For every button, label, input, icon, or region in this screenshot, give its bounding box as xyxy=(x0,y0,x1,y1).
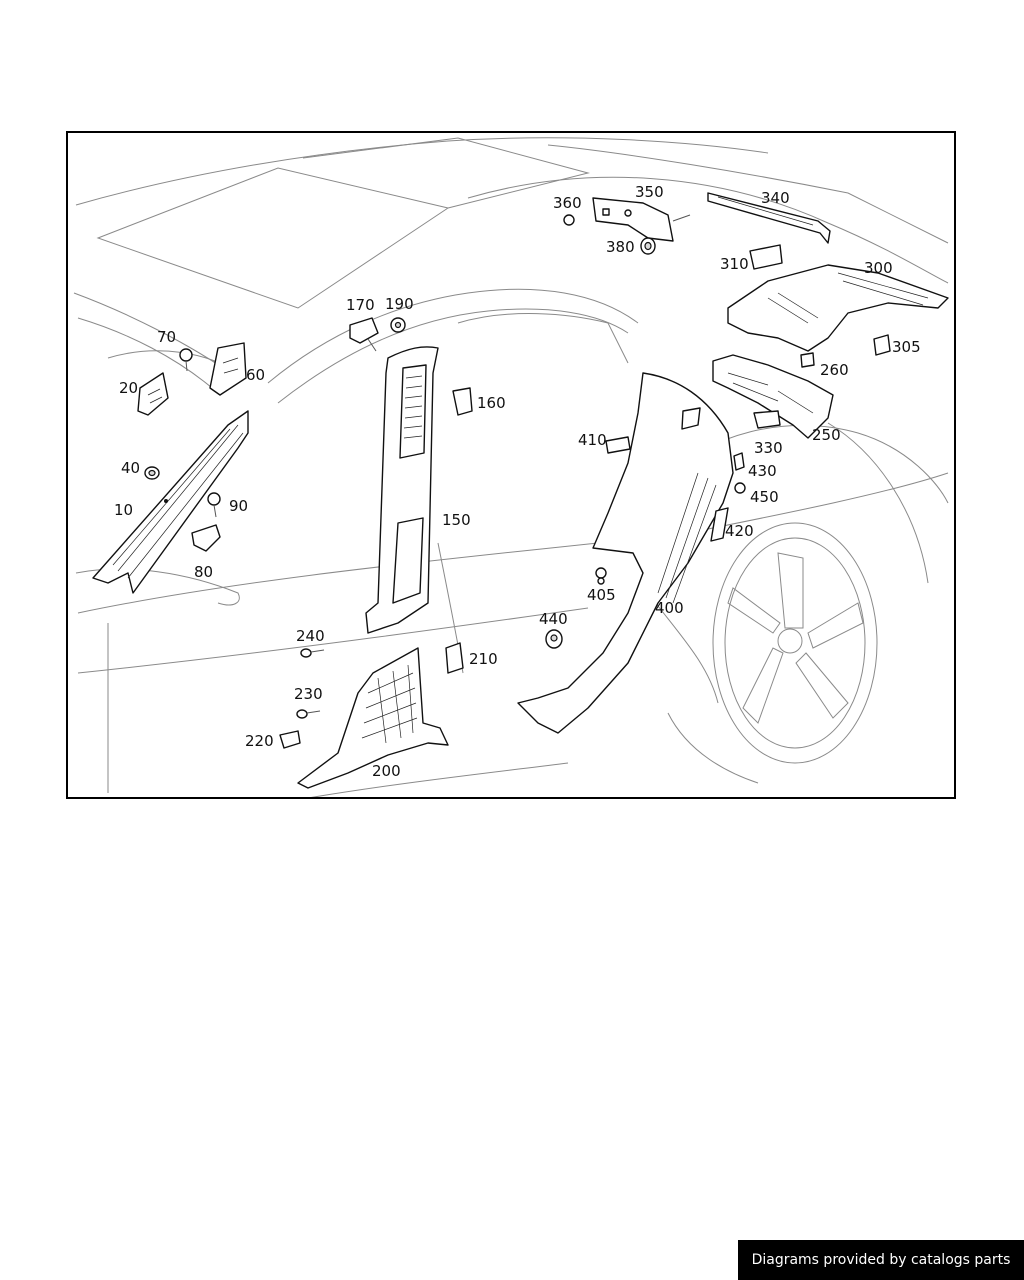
label-part-40: 40 xyxy=(121,459,140,477)
part-300-shelf-trim xyxy=(727,264,949,352)
part-190-washer xyxy=(390,317,406,333)
label-part-450: 450 xyxy=(750,488,779,506)
part-80-clip xyxy=(191,524,221,552)
part-260-clip xyxy=(800,352,815,368)
diagram-drawing: 10 20 40 60 70 80 90 150 160 170 190 200… xyxy=(73,137,949,797)
wheel-outline xyxy=(712,522,878,764)
part-405-clip xyxy=(595,567,607,585)
label-part-400: 400 xyxy=(655,599,684,617)
part-400-quarter-trim xyxy=(517,372,734,734)
part-160-clip xyxy=(452,387,473,416)
part-360-screw xyxy=(563,214,575,226)
part-150-b-pillar-trim xyxy=(365,346,439,634)
label-part-260: 260 xyxy=(820,361,849,379)
label-part-160: 160 xyxy=(477,394,506,412)
label-part-210: 210 xyxy=(469,650,498,668)
label-part-430: 430 xyxy=(748,462,777,480)
part-60-bracket xyxy=(209,342,247,396)
part-70-screw xyxy=(179,348,193,372)
part-20-bracket xyxy=(137,372,169,416)
label-part-340: 340 xyxy=(761,189,790,207)
part-210-clip xyxy=(445,642,464,674)
diagram-credit-badge: Diagrams provided by catalogs parts xyxy=(738,1240,1024,1280)
label-part-440: 440 xyxy=(539,610,568,628)
label-part-20: 20 xyxy=(119,379,138,397)
label-part-330: 330 xyxy=(754,439,783,457)
part-240-screw xyxy=(300,648,325,658)
label-part-250: 250 xyxy=(812,426,841,444)
label-part-380: 380 xyxy=(606,238,635,256)
part-230-screw xyxy=(296,709,321,719)
part-440-nut xyxy=(545,629,563,649)
parts-diagram: 10 20 40 60 70 80 90 150 160 170 190 200… xyxy=(66,131,956,799)
label-part-230: 230 xyxy=(294,685,323,703)
part-220-clip xyxy=(279,730,301,749)
part-410-clip xyxy=(605,436,631,454)
label-part-90: 90 xyxy=(229,497,248,515)
label-part-220: 220 xyxy=(245,732,274,750)
part-250-panel xyxy=(712,354,834,439)
label-part-310: 310 xyxy=(720,255,749,273)
label-part-190: 190 xyxy=(385,295,414,313)
label-part-70: 70 xyxy=(157,328,176,346)
label-part-80: 80 xyxy=(194,563,213,581)
label-part-405: 405 xyxy=(587,586,616,604)
part-90-screw xyxy=(207,492,221,518)
label-part-410: 410 xyxy=(578,431,607,449)
part-310-bracket xyxy=(749,244,783,270)
label-part-305: 305 xyxy=(892,338,921,356)
part-330-clip xyxy=(753,410,781,429)
label-part-170: 170 xyxy=(346,296,375,314)
part-340-strip xyxy=(707,192,831,244)
part-200-lower-trim xyxy=(297,647,449,789)
part-380-washer xyxy=(640,237,656,255)
part-420-cover xyxy=(710,507,729,542)
part-430-clip xyxy=(733,452,745,471)
label-part-420: 420 xyxy=(725,522,754,540)
label-part-200: 200 xyxy=(372,762,401,780)
part-40-clip xyxy=(144,466,160,480)
label-part-240: 240 xyxy=(296,627,325,645)
label-part-150: 150 xyxy=(442,511,471,529)
label-part-300: 300 xyxy=(864,259,893,277)
part-170-cap xyxy=(349,317,379,352)
part-number-labels: 10 20 40 60 70 80 90 150 160 170 190 200… xyxy=(114,183,921,780)
label-part-10: 10 xyxy=(114,501,133,519)
part-305-clip xyxy=(873,334,891,356)
part-10-a-pillar-trim xyxy=(92,410,249,594)
label-part-60: 60 xyxy=(246,366,265,384)
label-part-350: 350 xyxy=(635,183,664,201)
part-350-bracket xyxy=(592,197,691,242)
label-part-360: 360 xyxy=(553,194,582,212)
part-450-screw xyxy=(734,482,746,494)
